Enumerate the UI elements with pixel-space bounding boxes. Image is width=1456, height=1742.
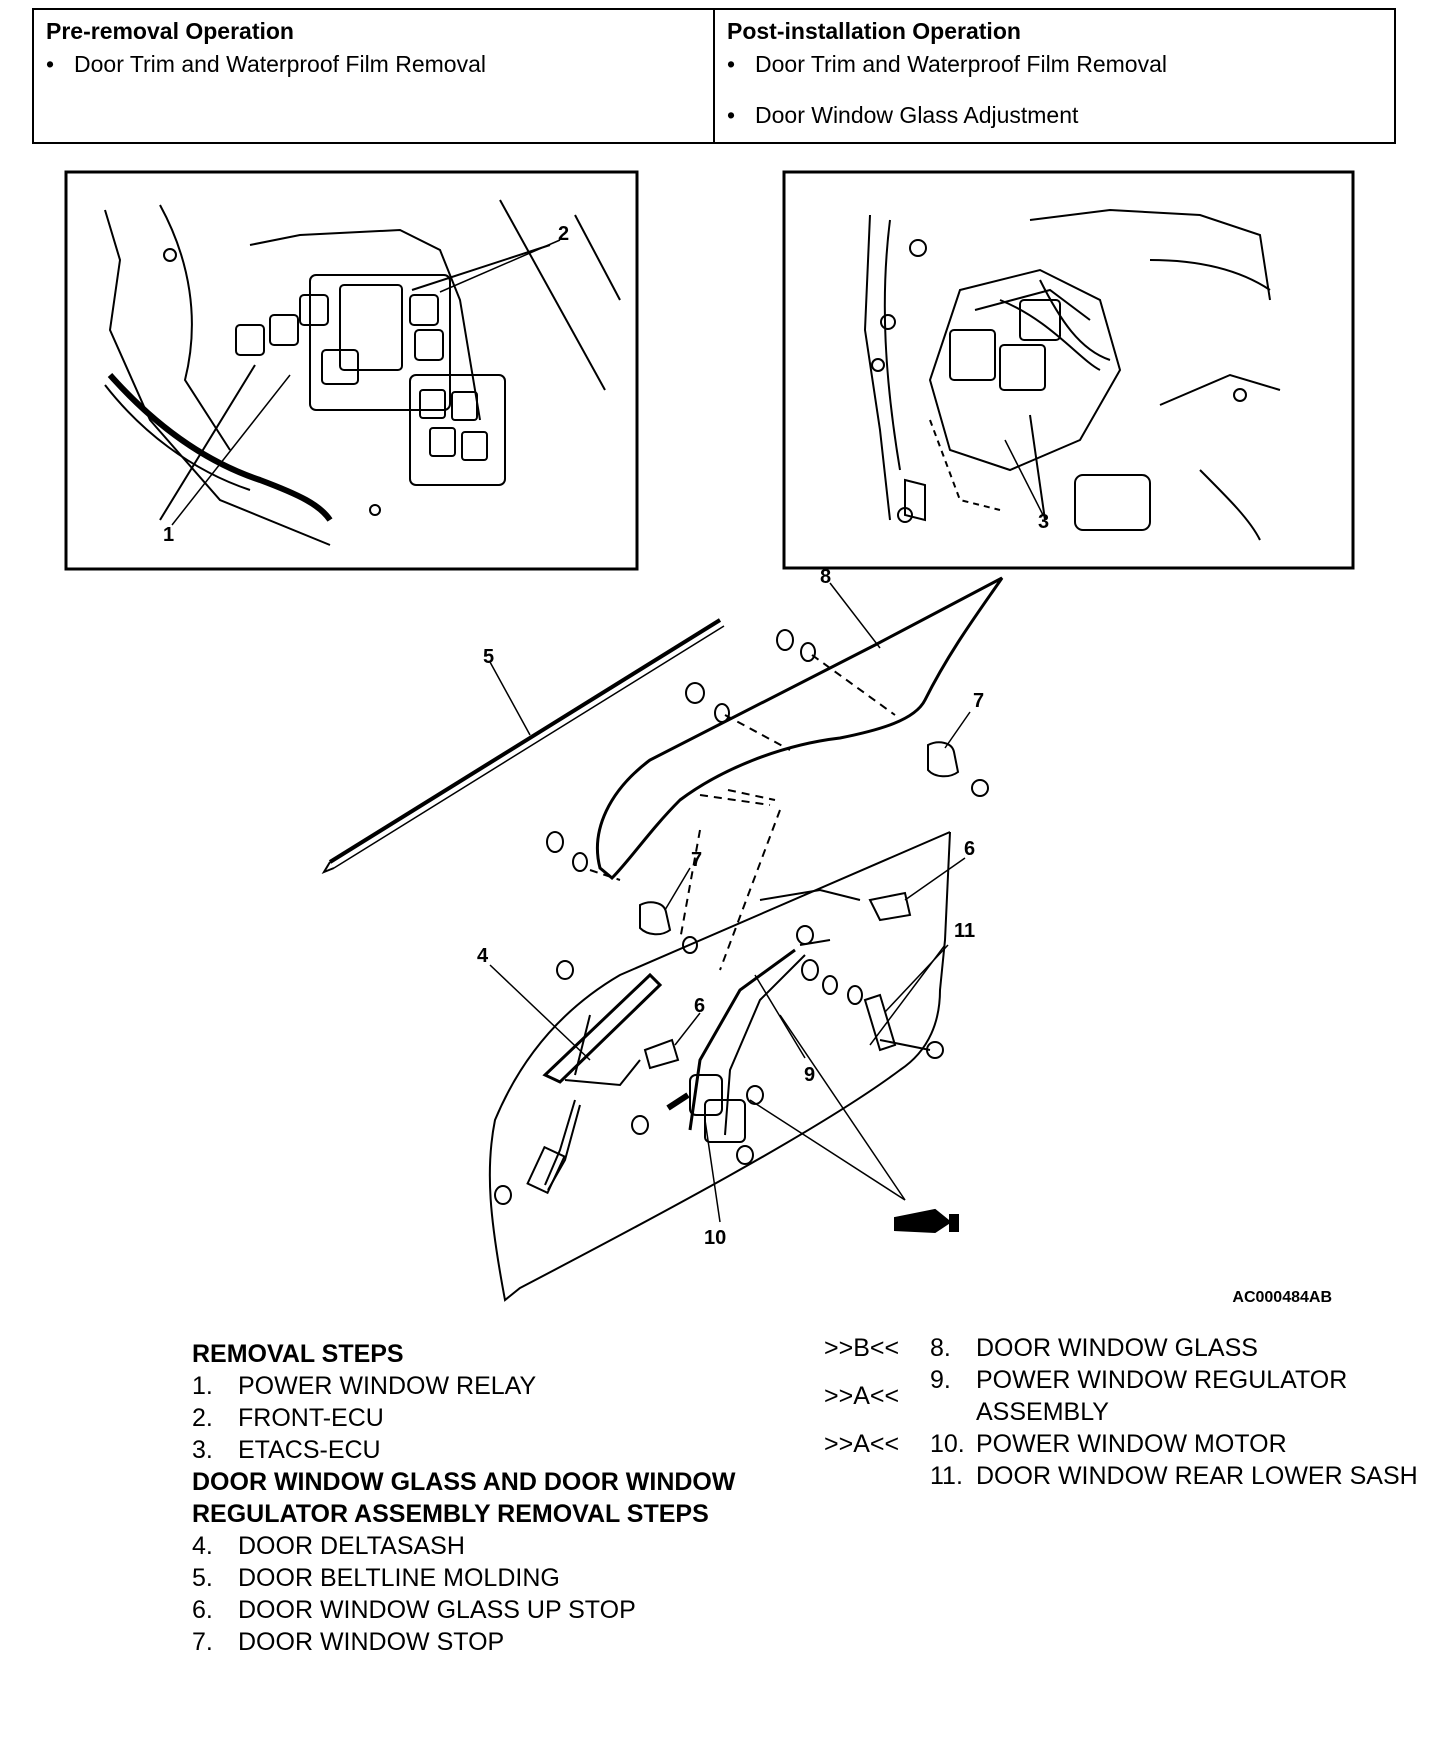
pre-removal-item: • Door Trim and Waterproof Film Removal bbox=[46, 51, 701, 78]
step-text: DOOR DELTASASH bbox=[238, 1532, 465, 1560]
step-item: 6. DOOR WINDOW GLASS UP STOP bbox=[192, 1594, 752, 1626]
step-number: 9. bbox=[930, 1366, 951, 1394]
callout-11: 11 bbox=[954, 920, 975, 942]
step-text: DOOR BELTLINE MOLDING bbox=[238, 1564, 560, 1592]
step-item: 4. DOOR DELTASASH bbox=[192, 1530, 752, 1562]
step-number: 10. bbox=[930, 1430, 965, 1458]
callout-2: 2 bbox=[558, 223, 569, 245]
removal-steps-left: REMOVAL STEPS 1. POWER WINDOW RELAY 2. FRO… bbox=[192, 1338, 752, 1658]
figure-id: AC000484AB bbox=[1232, 1289, 1332, 1306]
door-deltasash bbox=[542, 972, 663, 1087]
beltline-molding bbox=[321, 618, 725, 875]
assembly-removal-steps-heading: DOOR WINDOW GLASS AND DOOR WINDOW REGULA… bbox=[192, 1468, 736, 1528]
callout-1: 1 bbox=[163, 524, 174, 546]
power-window-regulator bbox=[526, 939, 831, 1195]
post-installation-item-text: Door Trim and Waterproof Film Removal bbox=[755, 51, 1167, 77]
callout-10: 10 bbox=[704, 1227, 726, 1249]
step-number: 3. bbox=[192, 1436, 213, 1464]
door-panel bbox=[488, 831, 951, 1302]
bullet-icon: • bbox=[46, 51, 55, 77]
step-text: POWER WINDOW REGULATOR ASSEMBLY bbox=[976, 1366, 1348, 1426]
step-text: DOOR WINDOW STOP bbox=[238, 1628, 505, 1656]
door-window-glass-up-stop bbox=[643, 891, 912, 1070]
step-text: DOOR WINDOW GLASS UP STOP bbox=[238, 1596, 636, 1624]
callout-7: 7 bbox=[691, 849, 702, 871]
step-number: 4. bbox=[192, 1532, 213, 1560]
post-installation-item: • Door Window Glass Adjustment bbox=[727, 102, 1382, 129]
post-installation-item-text: Door Window Glass Adjustment bbox=[755, 102, 1079, 128]
procedure-mark: >>A<< bbox=[824, 1430, 900, 1458]
callout-7: 7 bbox=[973, 690, 984, 712]
step-item: >>B<< 8. DOOR WINDOW GLASS bbox=[824, 1332, 1444, 1364]
callout-4: 4 bbox=[477, 945, 489, 967]
step-number: 2. bbox=[192, 1404, 213, 1432]
relay-box-inset bbox=[64, 170, 639, 571]
door-window-stop bbox=[639, 741, 960, 936]
bullet-icon: • bbox=[727, 51, 736, 77]
door-window-rear-lower-sash bbox=[863, 993, 944, 1059]
callout-6: 6 bbox=[694, 995, 705, 1017]
step-number: 6. bbox=[192, 1596, 213, 1624]
step-text: DOOR WINDOW REAR LOWER SASH bbox=[976, 1462, 1418, 1490]
callout-9: 9 bbox=[804, 1064, 815, 1086]
procedure-mark bbox=[824, 1460, 930, 1492]
step-item: 7. DOOR WINDOW STOP bbox=[192, 1626, 752, 1658]
fasteners bbox=[494, 629, 989, 1205]
callout-5: 5 bbox=[483, 646, 494, 668]
procedure-mark: >>B<< bbox=[824, 1334, 900, 1362]
step-item: >>A<< 10. POWER WINDOW MOTOR bbox=[824, 1428, 1444, 1460]
post-installation-heading: Post-installation Operation bbox=[727, 18, 1021, 44]
step-text: POWER WINDOW MOTOR bbox=[976, 1430, 1287, 1458]
step-text: FRONT-ECU bbox=[238, 1404, 384, 1432]
pre-removal-item-text: Door Trim and Waterproof Film Removal bbox=[74, 51, 486, 77]
operations-table: Pre-removal Operation • Door Trim and Wa… bbox=[32, 8, 1396, 144]
pre-removal-column: Pre-removal Operation • Door Trim and Wa… bbox=[34, 10, 713, 142]
alignment-lines bbox=[589, 654, 896, 971]
pre-removal-heading: Pre-removal Operation bbox=[46, 18, 294, 44]
callout-8: 8 bbox=[820, 566, 831, 588]
callout-6: 6 bbox=[964, 838, 975, 860]
step-item: 1. POWER WINDOW RELAY bbox=[192, 1370, 752, 1402]
callout-labels: 1 2 3 4 5 6 6 7 7 8 9 10 11 bbox=[163, 223, 1049, 1249]
post-installation-column: Post-installation Operation • Door Trim … bbox=[713, 10, 1394, 142]
exploded-view-illustration: 1 2 3 4 5 6 6 7 7 8 9 10 11 bbox=[64, 170, 1355, 1302]
procedure-mark: >>A<< bbox=[824, 1382, 900, 1410]
step-item: 3. ETACS-ECU bbox=[192, 1434, 752, 1466]
step-number: 5. bbox=[192, 1564, 213, 1592]
step-item: 11. DOOR WINDOW REAR LOWER SASH bbox=[824, 1460, 1444, 1492]
etacs-ecu-inset bbox=[782, 170, 1355, 570]
door-window-glass bbox=[595, 576, 1004, 881]
grease-icon bbox=[894, 1208, 959, 1234]
step-number: 7. bbox=[192, 1628, 213, 1656]
post-installation-item: • Door Trim and Waterproof Film Removal bbox=[727, 51, 1382, 78]
step-text: DOOR WINDOW GLASS bbox=[976, 1334, 1258, 1362]
bullet-icon: • bbox=[727, 102, 736, 128]
step-text: ETACS-ECU bbox=[238, 1436, 381, 1464]
step-item: 5. DOOR BELTLINE MOLDING bbox=[192, 1562, 752, 1594]
step-number: 11. bbox=[930, 1462, 963, 1490]
callout-3: 3 bbox=[1038, 511, 1049, 533]
removal-steps-right: >>B<< 8. DOOR WINDOW GLASS >>A<< 9. POWER WI… bbox=[824, 1332, 1444, 1492]
leader-lines bbox=[171, 239, 1044, 1223]
removal-steps-heading: REMOVAL STEPS bbox=[192, 1340, 404, 1368]
step-item: >>A<< 9. POWER WINDOW REGULATOR ASSEMBLY bbox=[824, 1364, 1444, 1428]
step-text: POWER WINDOW RELAY bbox=[238, 1372, 537, 1400]
step-number: 8. bbox=[930, 1334, 951, 1362]
step-number: 1. bbox=[192, 1372, 213, 1400]
step-item: 2. FRONT-ECU bbox=[192, 1402, 752, 1434]
